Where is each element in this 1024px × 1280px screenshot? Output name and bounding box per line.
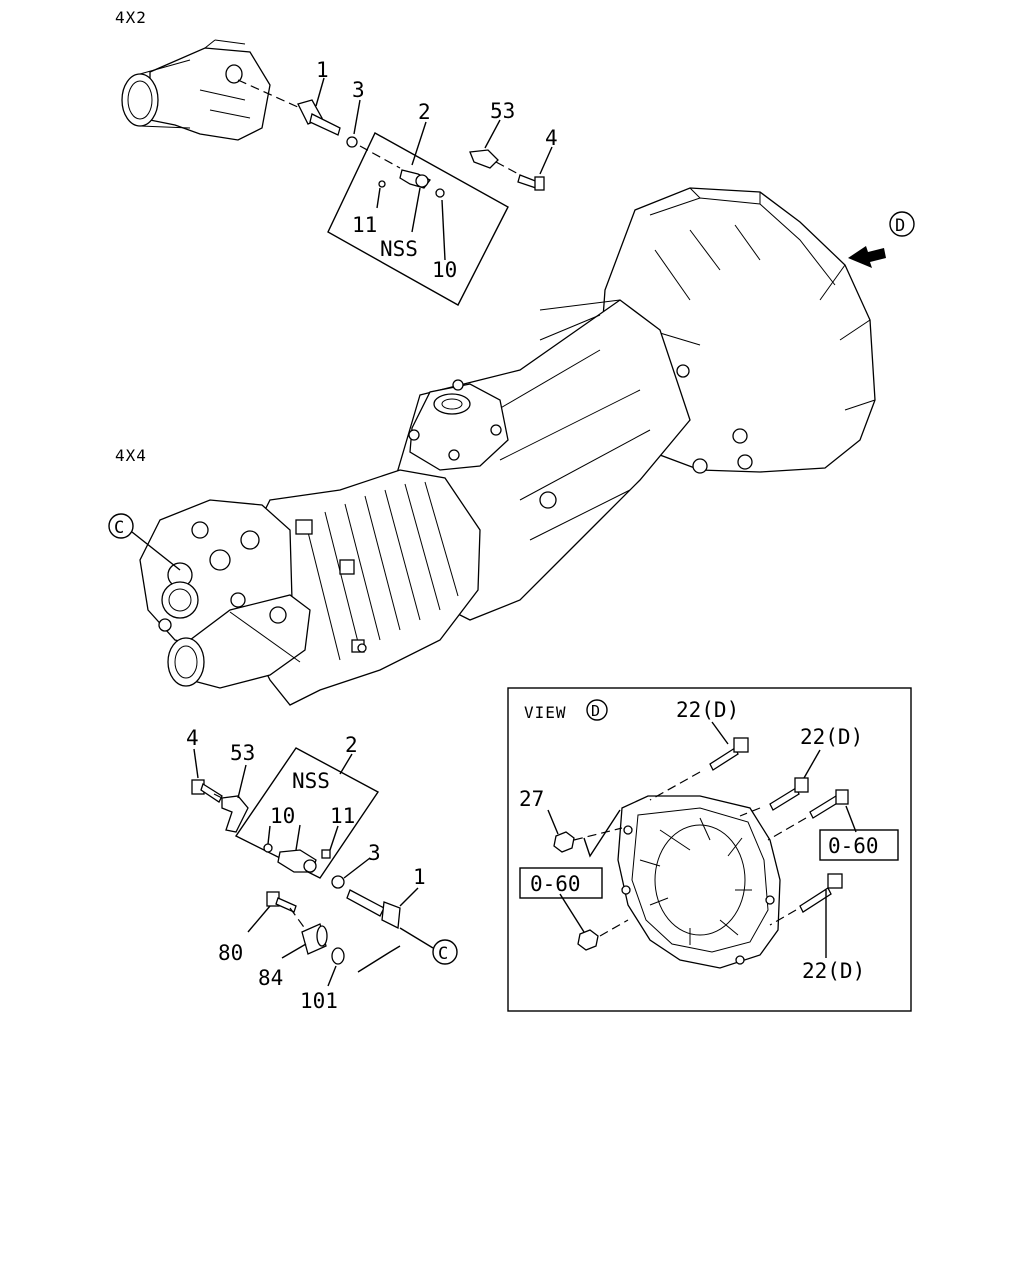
sensor-kit-box-4x2 bbox=[327, 132, 509, 306]
view-d-marker bbox=[889, 211, 915, 237]
view-d-title-marker bbox=[586, 699, 608, 721]
c-marker-main bbox=[108, 513, 134, 539]
callout-22d-bottom: 22(D) bbox=[802, 959, 865, 983]
speedometer-driven-gear-4x4 bbox=[346, 889, 401, 930]
bolt-22-far-right bbox=[809, 789, 849, 819]
o-ring-washer-4x4 bbox=[331, 875, 345, 889]
view-d-title-letter: D bbox=[591, 702, 601, 720]
callout-11-bottom: 11 bbox=[330, 804, 355, 828]
c-marker-bottom-letter: C bbox=[438, 944, 448, 964]
section-label-4x2: 4X2 bbox=[115, 8, 147, 27]
speed-sensor-4x2 bbox=[359, 145, 445, 198]
callout-3-top: 3 bbox=[352, 78, 365, 102]
bolt-22-bottom bbox=[799, 873, 843, 913]
bell-housing-view-d bbox=[617, 795, 781, 969]
callout-1-bottom: 1 bbox=[413, 865, 426, 889]
bolt-4-4x4 bbox=[191, 779, 223, 803]
extension-housing-4x2 bbox=[121, 39, 271, 141]
callout-0-60-right-box bbox=[819, 829, 899, 861]
callout-22d-top: 22(D) bbox=[676, 698, 739, 722]
callout-2-top: 2 bbox=[418, 100, 431, 124]
callout-101: 101 bbox=[300, 989, 338, 1013]
section-label-4x4: 4X4 bbox=[115, 446, 147, 465]
view-d-inset-frame bbox=[507, 687, 912, 1012]
callout-10-bottom: 10 bbox=[270, 804, 295, 828]
callout-4-top: 4 bbox=[545, 126, 558, 150]
callout-4-bottom: 4 bbox=[186, 726, 199, 750]
sensor-kit-box-4x4 bbox=[234, 747, 380, 879]
o-ring-101 bbox=[331, 947, 345, 965]
lock-plate-4x4 bbox=[221, 795, 249, 833]
view-d-marker-letter: D bbox=[895, 216, 905, 236]
callout-1-top: 1 bbox=[316, 58, 329, 82]
bolt-80 bbox=[266, 891, 297, 913]
callout-84: 84 bbox=[258, 966, 283, 990]
bolt-22-top bbox=[709, 737, 749, 771]
o-ring-washer-4x2 bbox=[346, 136, 358, 148]
callout-2-bottom: 2 bbox=[345, 733, 358, 757]
callout-11-top: 11 bbox=[352, 213, 377, 237]
c-marker-main-letter: C bbox=[114, 518, 124, 538]
view-d-title: VIEW bbox=[524, 703, 567, 722]
speed-sensor-4x4 bbox=[263, 843, 331, 873]
callout-80: 80 bbox=[218, 941, 243, 965]
nut-0-60 bbox=[577, 929, 599, 951]
sleeve-84 bbox=[301, 923, 328, 955]
view-direction-arrow bbox=[848, 246, 886, 268]
callout-22d-right: 22(D) bbox=[800, 725, 863, 749]
transmission-assembly bbox=[139, 187, 876, 706]
callout-10-top: 10 bbox=[432, 258, 457, 282]
callout-nss-bottom: NSS bbox=[292, 769, 330, 793]
bolt-4-4x2 bbox=[495, 161, 545, 191]
bolt-22-right bbox=[769, 777, 809, 811]
callout-0-60-left: 0-60 bbox=[530, 872, 581, 896]
lock-plate-4x2 bbox=[469, 149, 499, 169]
callout-0-60-right: 0-60 bbox=[828, 834, 879, 858]
nut-27 bbox=[553, 831, 575, 853]
callout-3-bottom: 3 bbox=[368, 841, 381, 865]
callout-27: 27 bbox=[519, 787, 544, 811]
callout-0-60-left-box bbox=[519, 867, 603, 899]
speedometer-driven-gear-4x2 bbox=[237, 79, 341, 136]
callout-53-top: 53 bbox=[490, 99, 515, 123]
callout-53-bottom: 53 bbox=[230, 741, 255, 765]
c-marker-bottom bbox=[432, 939, 458, 965]
callout-nss-top: NSS bbox=[380, 237, 418, 261]
